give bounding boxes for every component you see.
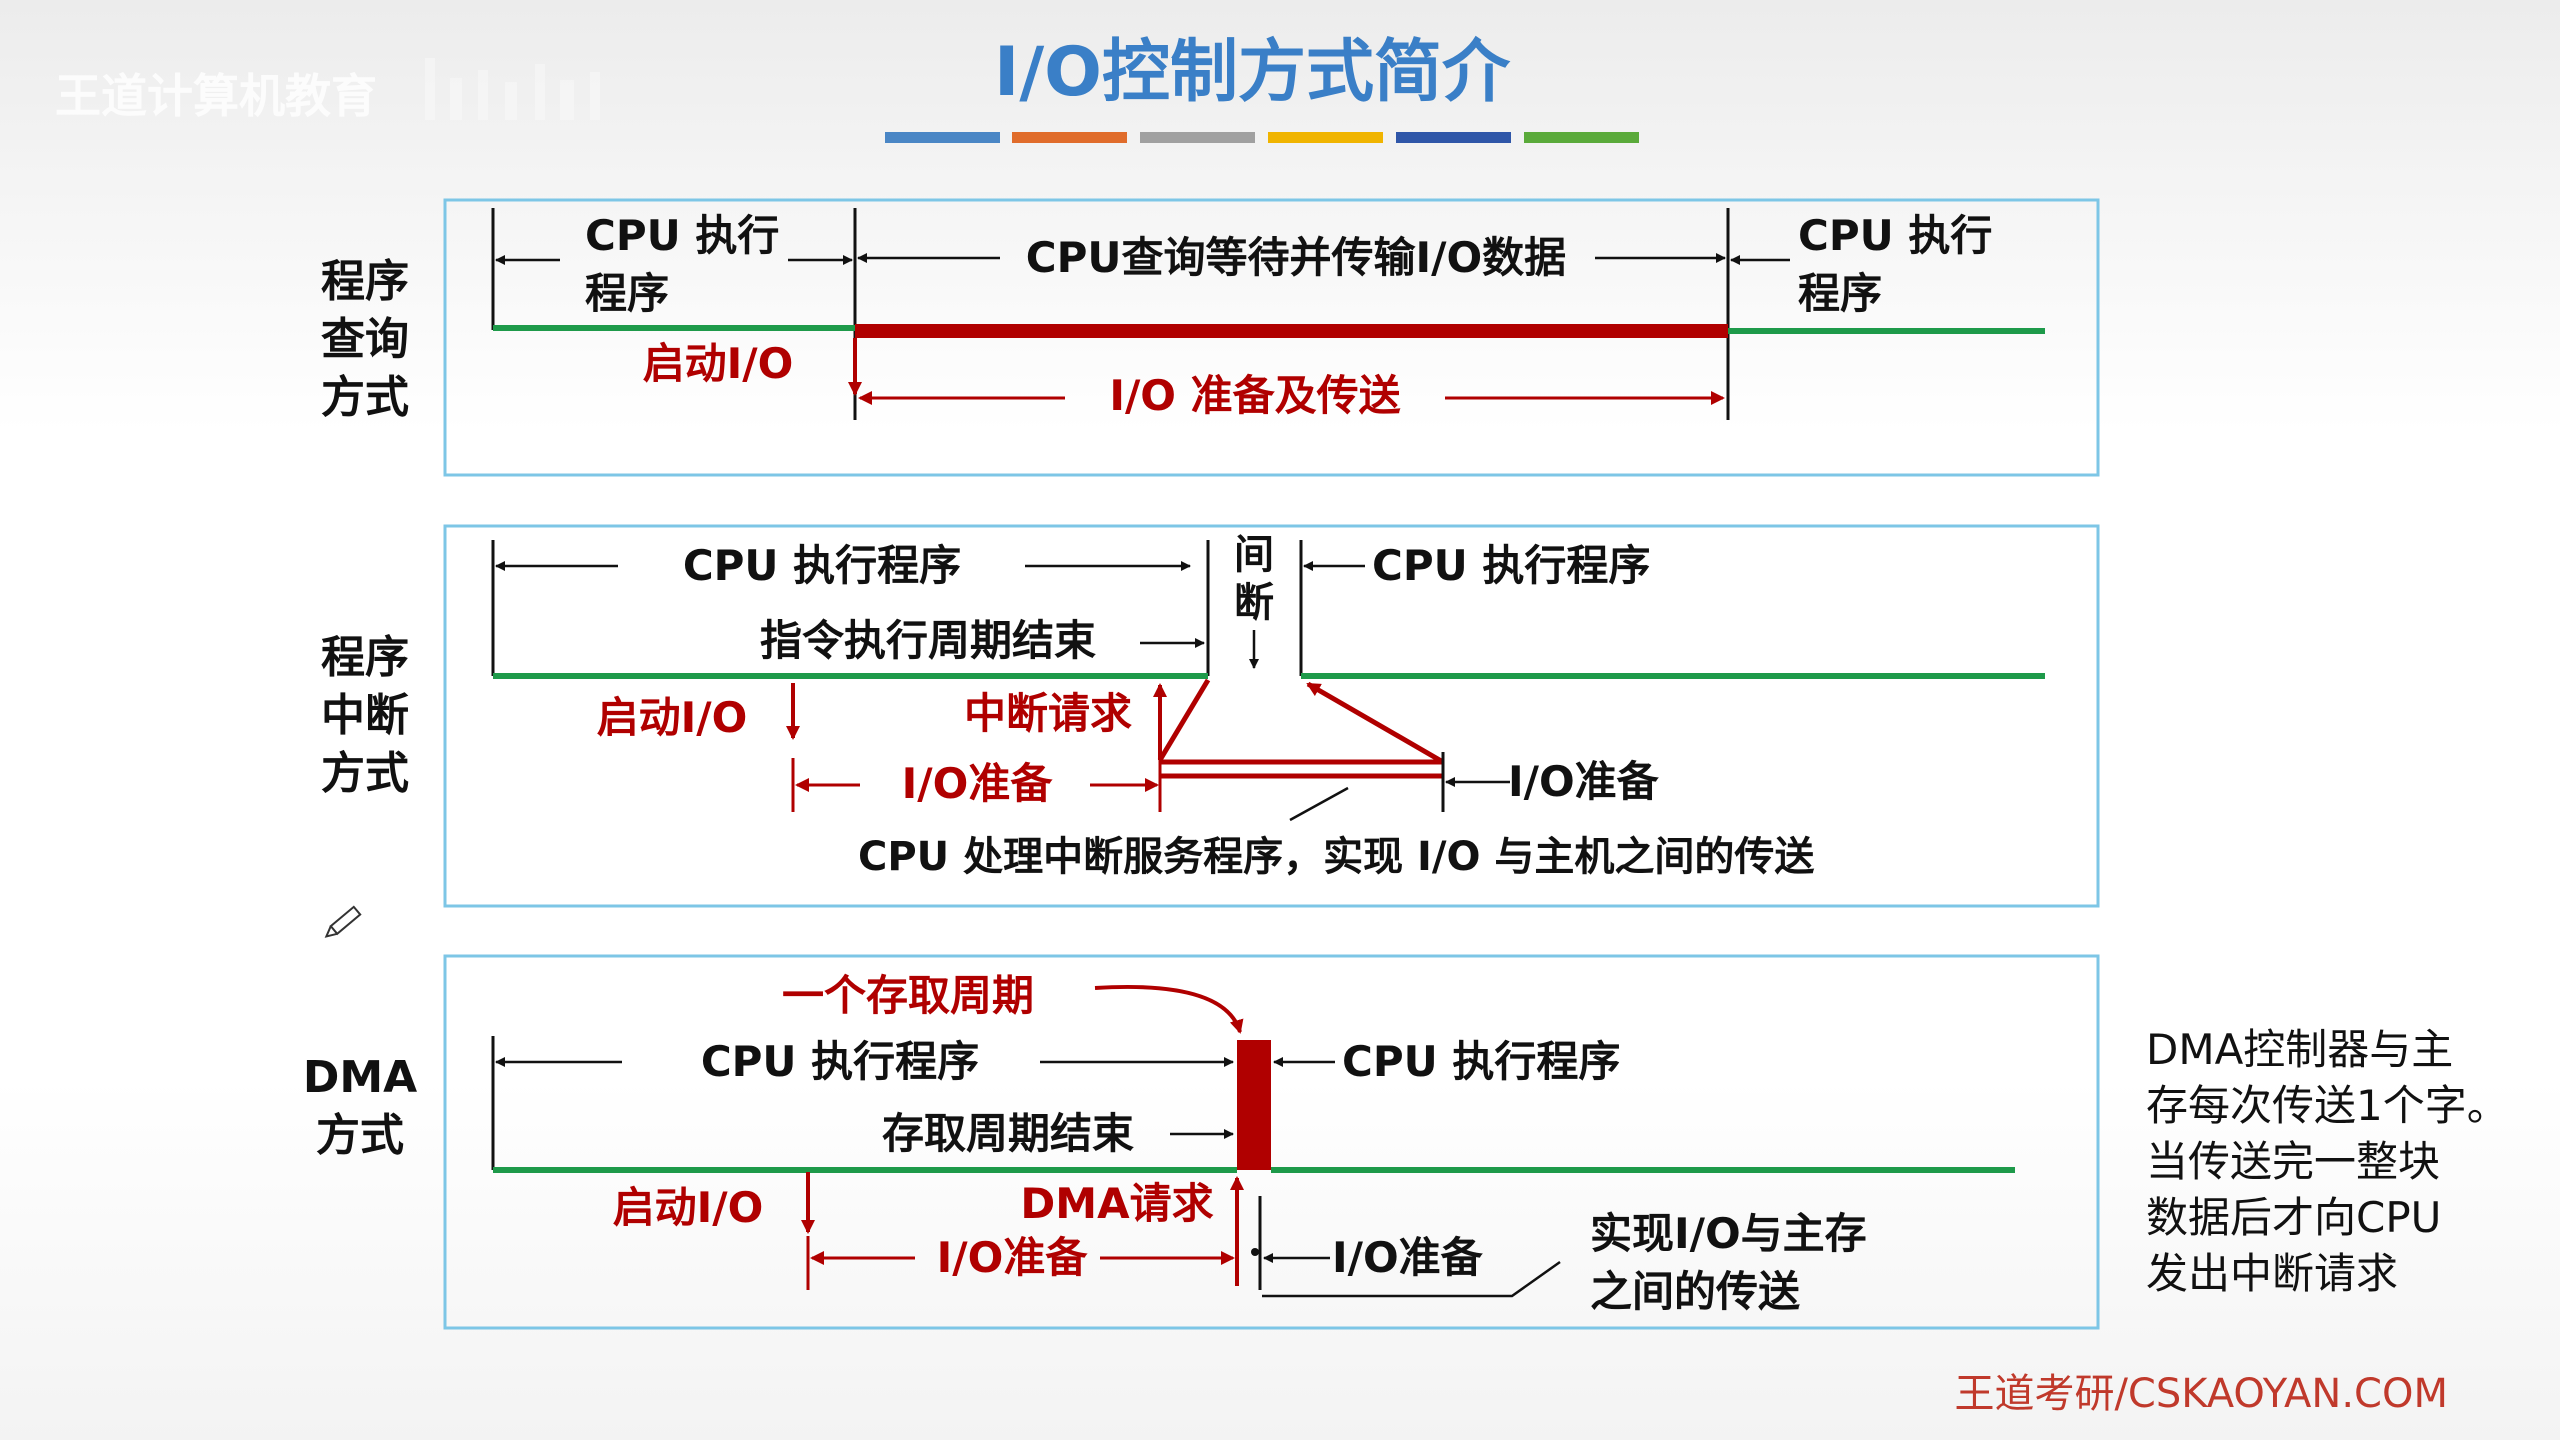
pencil-icon (324, 905, 362, 938)
title-bar (1396, 132, 1511, 143)
cpu-exec-right-label: CPU 执行程序 (1372, 541, 1650, 590)
interrupt-label-2: 中断 (321, 690, 409, 741)
dma-box (443, 954, 2100, 1330)
polling-box (443, 198, 2100, 477)
interrupt-section: 程序 中断 方式 CPU 执行程序 间 断 CPU 执行程序 指令执行周期结束 … (321, 524, 2100, 908)
dma-section: DMA 方式 一个存取周期 CPU 执行程序 CPU 执行程序 存取周期结束 启… (303, 954, 2509, 1330)
polling-section: 程序 查询 方式 CPU 执行 程序 CPU查询等待并传输I/O数据 CPU 执… (321, 198, 2100, 477)
dma-label-1: DMA (303, 1052, 417, 1103)
dma-request-label: DMA请求 (1020, 1179, 1213, 1228)
cpu-exec-right-2: 程序 (1798, 269, 1882, 318)
cpu-query-label: CPU查询等待并传输I/O数据 (1026, 233, 1566, 282)
interrupt-box (443, 524, 2100, 908)
polling-label-3: 方式 (321, 372, 409, 423)
watermark: 王道计算机教育 (55, 69, 377, 123)
polling-label-2: 查询 (321, 314, 409, 365)
transfer-point (1251, 1248, 1259, 1256)
gap-label-1: 间 (1234, 532, 1274, 578)
watermark-logo-mark (425, 58, 600, 120)
io-prep-right-label: I/O准备 (1332, 1233, 1484, 1282)
int-request-label: 中断请求 (964, 689, 1132, 738)
io-prep-left-label: I/O准备 (937, 1233, 1089, 1282)
title-bar (1268, 132, 1383, 143)
cpu-exec-left-label: CPU 执行程序 (683, 541, 961, 590)
io-prep-left-label: I/O准备 (902, 759, 1054, 808)
title-bar (1140, 132, 1255, 143)
io-prep-right-label: I/O准备 (1508, 757, 1660, 806)
title-bar (1012, 132, 1127, 143)
dma-note-4: 数据后才向CPU (2146, 1193, 2441, 1242)
interrupt-label-3: 方式 (321, 748, 409, 799)
page-title: I/O控制方式简介 (994, 33, 1511, 112)
dma-note-3: 当传送完一整块 (2146, 1137, 2440, 1186)
transfer-label-1: 实现I/O与主存 (1590, 1209, 1867, 1258)
title-color-bars (885, 132, 1639, 143)
dma-note-1: DMA控制器与主 (2146, 1025, 2453, 1074)
start-io-label: 启动I/O (597, 693, 748, 742)
io-prep-transfer-label: I/O 准备及传送 (1109, 371, 1400, 420)
access-cycle-pointer (1094, 984, 1244, 1034)
cpu-exec-left-2: 程序 (585, 269, 669, 318)
dma-note-5: 发出中断请求 (2146, 1249, 2398, 1298)
polling-label-1: 程序 (321, 256, 409, 307)
transfer-label-2: 之间的传送 (1590, 1267, 1800, 1316)
start-io-label: 启动I/O (613, 1183, 764, 1232)
cpu-exec-left-label: CPU 执行程序 (701, 1037, 979, 1086)
instr-end-label: 指令执行周期结束 (760, 616, 1096, 665)
service-return-arrow (1306, 681, 1445, 765)
cpu-exec-right-label: CPU 执行程序 (1342, 1037, 1620, 1086)
dma-label-2: 方式 (316, 1110, 404, 1161)
access-cycle-label: 一个存取周期 (782, 971, 1034, 1020)
service-wedge (1157, 678, 1211, 762)
footer-brand: 王道考研/CSKAOYAN.COM (1954, 1371, 2448, 1417)
cpu-exec-left-1: CPU 执行 (585, 211, 779, 260)
access-cycle-block (1237, 1040, 1271, 1170)
transfer-pointer (1262, 1260, 1561, 1298)
start-io-label: 启动I/O (643, 339, 794, 388)
title-bar (885, 132, 1000, 143)
access-end-label: 存取周期结束 (882, 1109, 1134, 1158)
cpu-handle-label: CPU 处理中断服务程序，实现 I/O 与主机之间的传送 (858, 834, 1814, 880)
cpu-exec-right-1: CPU 执行 (1798, 211, 1992, 260)
title-bar (1524, 132, 1639, 143)
caption-pointer (1289, 786, 1349, 822)
dma-note-2: 存每次传送1个字。 (2146, 1081, 2509, 1130)
gap-label-2: 断 (1234, 580, 1274, 626)
interrupt-label-1: 程序 (321, 632, 409, 683)
